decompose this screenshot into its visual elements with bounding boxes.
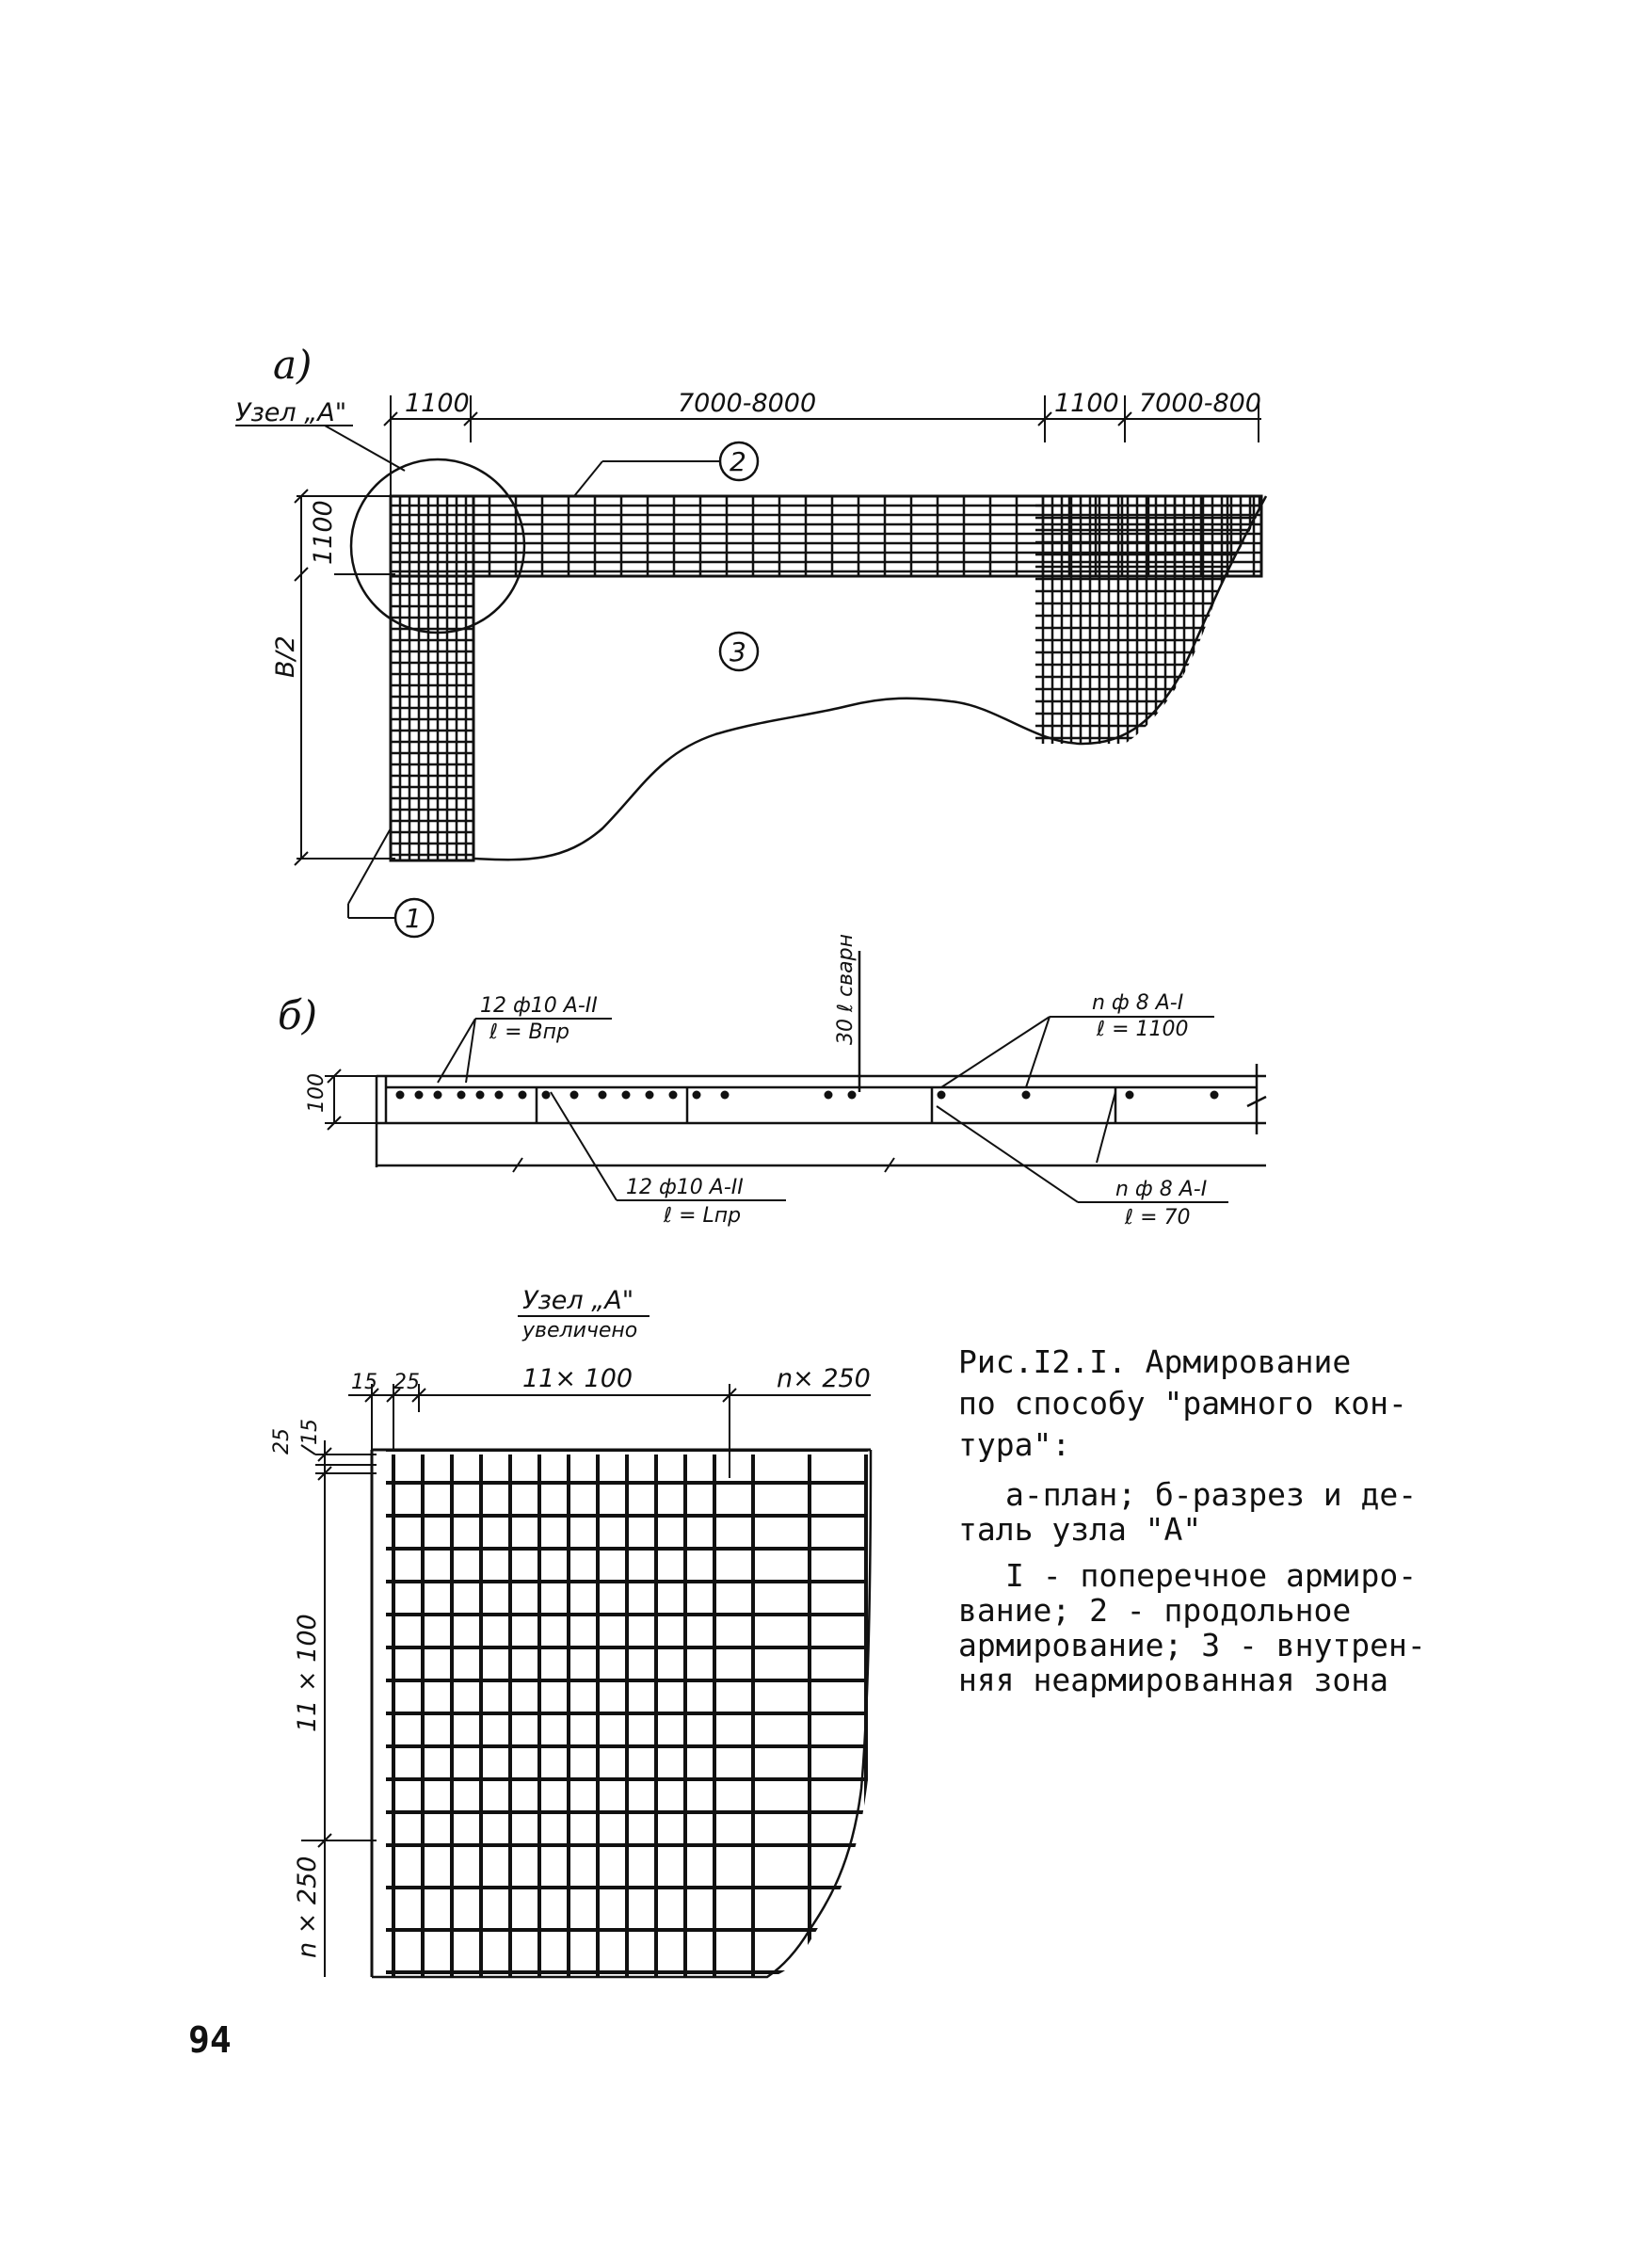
detail-dim-15: 15 [351,1371,377,1394]
caption-line-1: Рис.I2.I. Армирование [958,1343,1352,1380]
plan-top-dimension [383,395,1261,499]
svg-text:3: 3 [730,636,746,667]
detail-mesh [386,1450,868,1977]
caption-para-3: I - поперечное армиро-вание; 2 - продоль… [958,1557,1426,1698]
section-rebar-dots [395,1090,1219,1100]
plan-dim-1100-vertical: 1100 [309,500,338,565]
caption-para-2: а-план; б-разрез и де-таль узла "А" [958,1476,1418,1548]
caption-line-3: тура": [958,1426,1071,1463]
svg-text:30 ℓ сварн: 30 ℓ сварн [834,934,858,1045]
svg-text:n ф 8 А-I: n ф 8 А-I [1092,991,1183,1015]
plan-dim-b2: B/2 [271,635,300,678]
plan-part-label: a) [273,342,312,388]
node-a-circle [349,458,526,635]
svg-text:12 ф10 А-II: 12 ф10 А-II [626,1176,744,1199]
svg-text:ℓ = Впр: ℓ = Впр [489,1021,569,1044]
detail-dim-11x100: 11× 100 [522,1364,633,1393]
section-view: б) 100 12 ф10 А-II [278,934,1267,1229]
svg-text:ℓ = 1100: ℓ = 1100 [1096,1018,1189,1041]
detail-title: Узел „А" [522,1286,634,1315]
plan-break-line [473,495,1268,861]
plan-left-dimension [294,489,395,866]
detail-subtitle: увеличено [521,1319,637,1342]
section-part-label: б) [278,992,317,1038]
plan-dim-span: 7000-8000 [678,389,816,418]
plan-dim-span-right: 7000-800 [1139,389,1261,418]
section-note-top-right: n ф 8 А-I ℓ = 1100 [940,991,1214,1088]
section-dim-100: 100 [305,1073,329,1113]
caption-line-2: по способу "рамного кон- [958,1385,1407,1422]
callout-1: 1 [347,828,435,939]
detail-left-dimension [300,1440,377,1977]
svg-text:ℓ = 70: ℓ = 70 [1124,1206,1191,1229]
plan-node-label: Узел „А" [235,398,346,427]
callout-3: 3 [718,631,760,672]
detail-dim-left-nx250: n × 250 [293,1856,322,1958]
section-slab-outline [375,1064,1267,1167]
callout-2: 2 [573,441,760,497]
plan-dim-1100-right: 1100 [1054,389,1119,418]
detail-dim-left-25: 25 [270,1428,294,1454]
detail-dim-nx250: n× 250 [777,1364,871,1393]
svg-text:n ф 8 А-I: n ф 8 А-I [1115,1178,1207,1201]
section-height-dimension [325,1069,377,1131]
svg-text:12 ф10 А-II: 12 ф10 А-II [480,994,598,1018]
detail-top-dimension [348,1384,871,1478]
detail-break-line [372,1449,873,1979]
svg-text:2: 2 [730,446,746,477]
detail-dim-25: 25 [393,1371,420,1394]
figure-caption: Рис.I2.I. Армирование по способу "рамног… [958,1342,1448,1709]
section-note-bottom-right: n ф 8 А-I ℓ = 70 [936,1091,1228,1229]
section-note-top-left: 12 ф10 А-II ℓ = Впр [437,994,612,1084]
page-number: 94 [188,2019,232,2061]
plan-dim-1100-left: 1100 [405,389,470,418]
transverse-reinforcement-band-left [389,494,475,862]
svg-text:1: 1 [405,903,422,934]
detail-dim-left-15: 15 [298,1419,322,1445]
section-note-top-center: 30 ℓ сварн [834,934,861,1092]
svg-text:ℓ = Lпр: ℓ = Lпр [663,1204,741,1228]
detail-dim-left-11x100: 11 × 100 [293,1614,322,1732]
node-a-detail: Узел „А" увеличено 15 25 11× 100 n× 250 [270,1286,873,1979]
section-note-bottom-left: 12 ф10 А-II ℓ = Lпр [550,1091,786,1228]
plan-view: a) Узел „А" 1100 7000-8000 1100 7000-800 [235,342,1268,939]
